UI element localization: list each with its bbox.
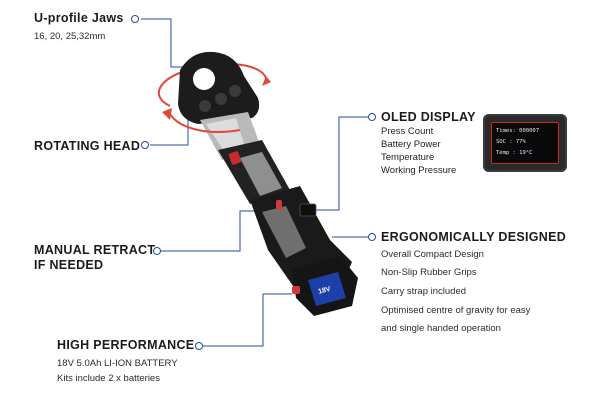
performance-dot bbox=[195, 342, 203, 350]
manual-dot bbox=[153, 247, 161, 255]
battery-blue-label bbox=[308, 272, 346, 306]
performance-battery: 18V 5.0Ah LI-ION BATTERY bbox=[57, 358, 178, 369]
rotating-dot bbox=[141, 141, 149, 149]
red-release-button bbox=[228, 151, 242, 165]
jaw-pin-1 bbox=[199, 100, 211, 112]
jaws-dot bbox=[131, 15, 139, 23]
jaw-opening bbox=[193, 68, 215, 90]
performance-kits: Kits include 2 x batteries bbox=[57, 373, 160, 384]
battery-strap-ring bbox=[292, 286, 300, 294]
jaws-sizes: 16, 20, 25,32mm bbox=[34, 31, 106, 42]
oled-dot bbox=[368, 113, 376, 121]
battery-label-text: 18V bbox=[318, 286, 332, 296]
trigger-red-dot bbox=[276, 200, 282, 210]
ergonomic-item: Carry strap included bbox=[381, 286, 467, 297]
oled-feature-list: Press Count Battery Power Temperature Wo… bbox=[381, 125, 456, 177]
oled-item: Temperature bbox=[381, 152, 435, 163]
jaw-pin-2 bbox=[215, 93, 227, 105]
oled-press-count: Times: 000007 bbox=[496, 128, 540, 134]
oled-item: Press Count bbox=[381, 126, 434, 137]
oled-display: Times: 000007 SOC : 77% Temp : 19°C bbox=[491, 122, 559, 164]
ergonomic-item: and single handed operation bbox=[381, 323, 501, 334]
rubber-grip bbox=[262, 206, 306, 258]
ergonomic-item: Optimised centre of gravity for easy bbox=[381, 305, 531, 316]
manual-title-line1: MANUAL RETRACT bbox=[34, 243, 156, 257]
oled-item: Working Pressure bbox=[381, 165, 457, 176]
manual-callout-line bbox=[158, 210, 256, 252]
ergonomic-item: Non-Slip Rubber Grips bbox=[381, 267, 477, 278]
rotation-arrowhead-bottom bbox=[162, 108, 172, 120]
ergonomic-dot bbox=[368, 233, 376, 241]
oled-item: Battery Power bbox=[381, 139, 441, 150]
ergonomic-title: ERGONOMICALLY DESIGNED bbox=[381, 230, 567, 244]
oled-temperature: Temp : 19°C bbox=[496, 150, 533, 156]
jaw-pin-3 bbox=[229, 85, 241, 97]
oled-callout-line bbox=[305, 116, 372, 211]
rotating-title: ROTATING HEAD bbox=[34, 139, 141, 153]
performance-callout-line bbox=[202, 293, 292, 347]
performance-title: HIGH PERFORMANCE bbox=[57, 338, 195, 352]
grey-grip-upper bbox=[240, 152, 282, 196]
manual-title-line2: IF NEEDED bbox=[34, 258, 104, 272]
oled-battery: SOC : 77% bbox=[496, 139, 526, 145]
jaws-title: U-profile Jaws bbox=[34, 11, 124, 25]
oled-panel-on-tool bbox=[299, 203, 317, 217]
rotation-arrowhead-top bbox=[262, 76, 271, 86]
oled-title: OLED DISPLAY bbox=[381, 110, 476, 124]
oled-screen-inset: Times: 000007 SOC : 77% Temp : 19°C bbox=[483, 114, 567, 172]
ergonomic-item: Overall Compact Design bbox=[381, 249, 484, 260]
